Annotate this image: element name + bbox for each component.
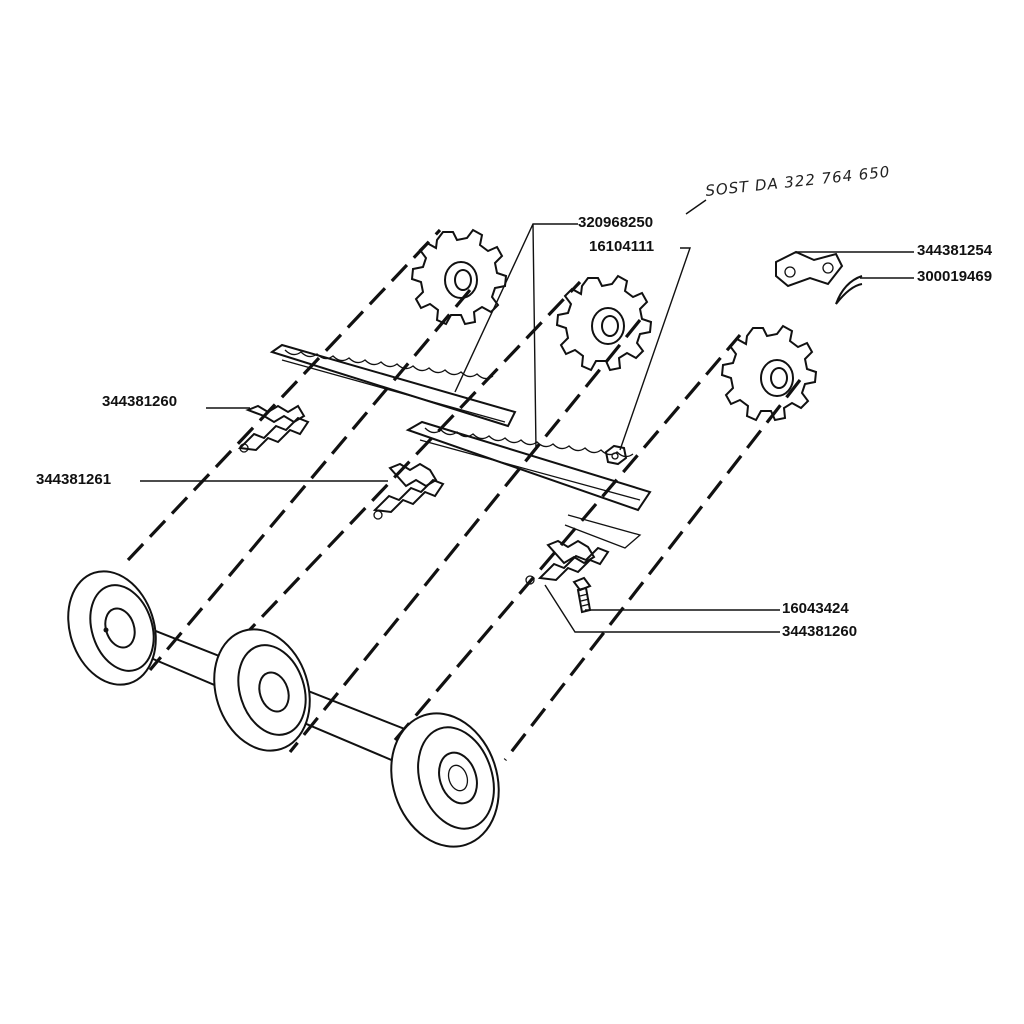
part-label-16043424: 16043424 — [782, 600, 849, 617]
wheel-middle — [213, 628, 311, 752]
bolt — [572, 576, 592, 614]
chain-segment-middle — [372, 462, 445, 520]
part-label-344381254: 344381254 — [917, 242, 993, 259]
sprocket-right — [720, 324, 818, 422]
wheel-right — [390, 712, 500, 848]
part-label-344381261: 344381261 — [36, 471, 111, 488]
part-label-320968250: 320968250 — [578, 214, 653, 231]
connecting-link — [775, 250, 844, 288]
spring-clip — [835, 275, 863, 305]
chain-loops — [126, 228, 802, 761]
part-label-300019469: 300019469 — [917, 268, 992, 285]
wheel-left — [67, 570, 157, 686]
chain-segment-right — [525, 539, 610, 585]
handwritten-note: SOST DA 322 764 650 — [705, 163, 892, 200]
sprocket-middle — [555, 274, 653, 372]
part-label-16104111: 16104111 — [589, 238, 654, 255]
leader-lines — [140, 199, 914, 633]
chain-loop-left — [126, 228, 472, 672]
chain-loop-right — [393, 333, 802, 761]
part-label-344381260-right: 344381260 — [782, 623, 857, 640]
sprocket-left — [410, 228, 508, 326]
guide-rail-upper — [269, 343, 517, 428]
part-labels: SOST DA 322 764 650 320968250 16104111 3… — [36, 163, 993, 640]
chain-loop-middle — [238, 280, 642, 754]
guide-rail-lower — [405, 420, 652, 549]
part-label-344381260-left: 344381260 — [102, 393, 177, 410]
chain-segment-left — [237, 404, 310, 453]
hex-nut — [604, 444, 628, 466]
